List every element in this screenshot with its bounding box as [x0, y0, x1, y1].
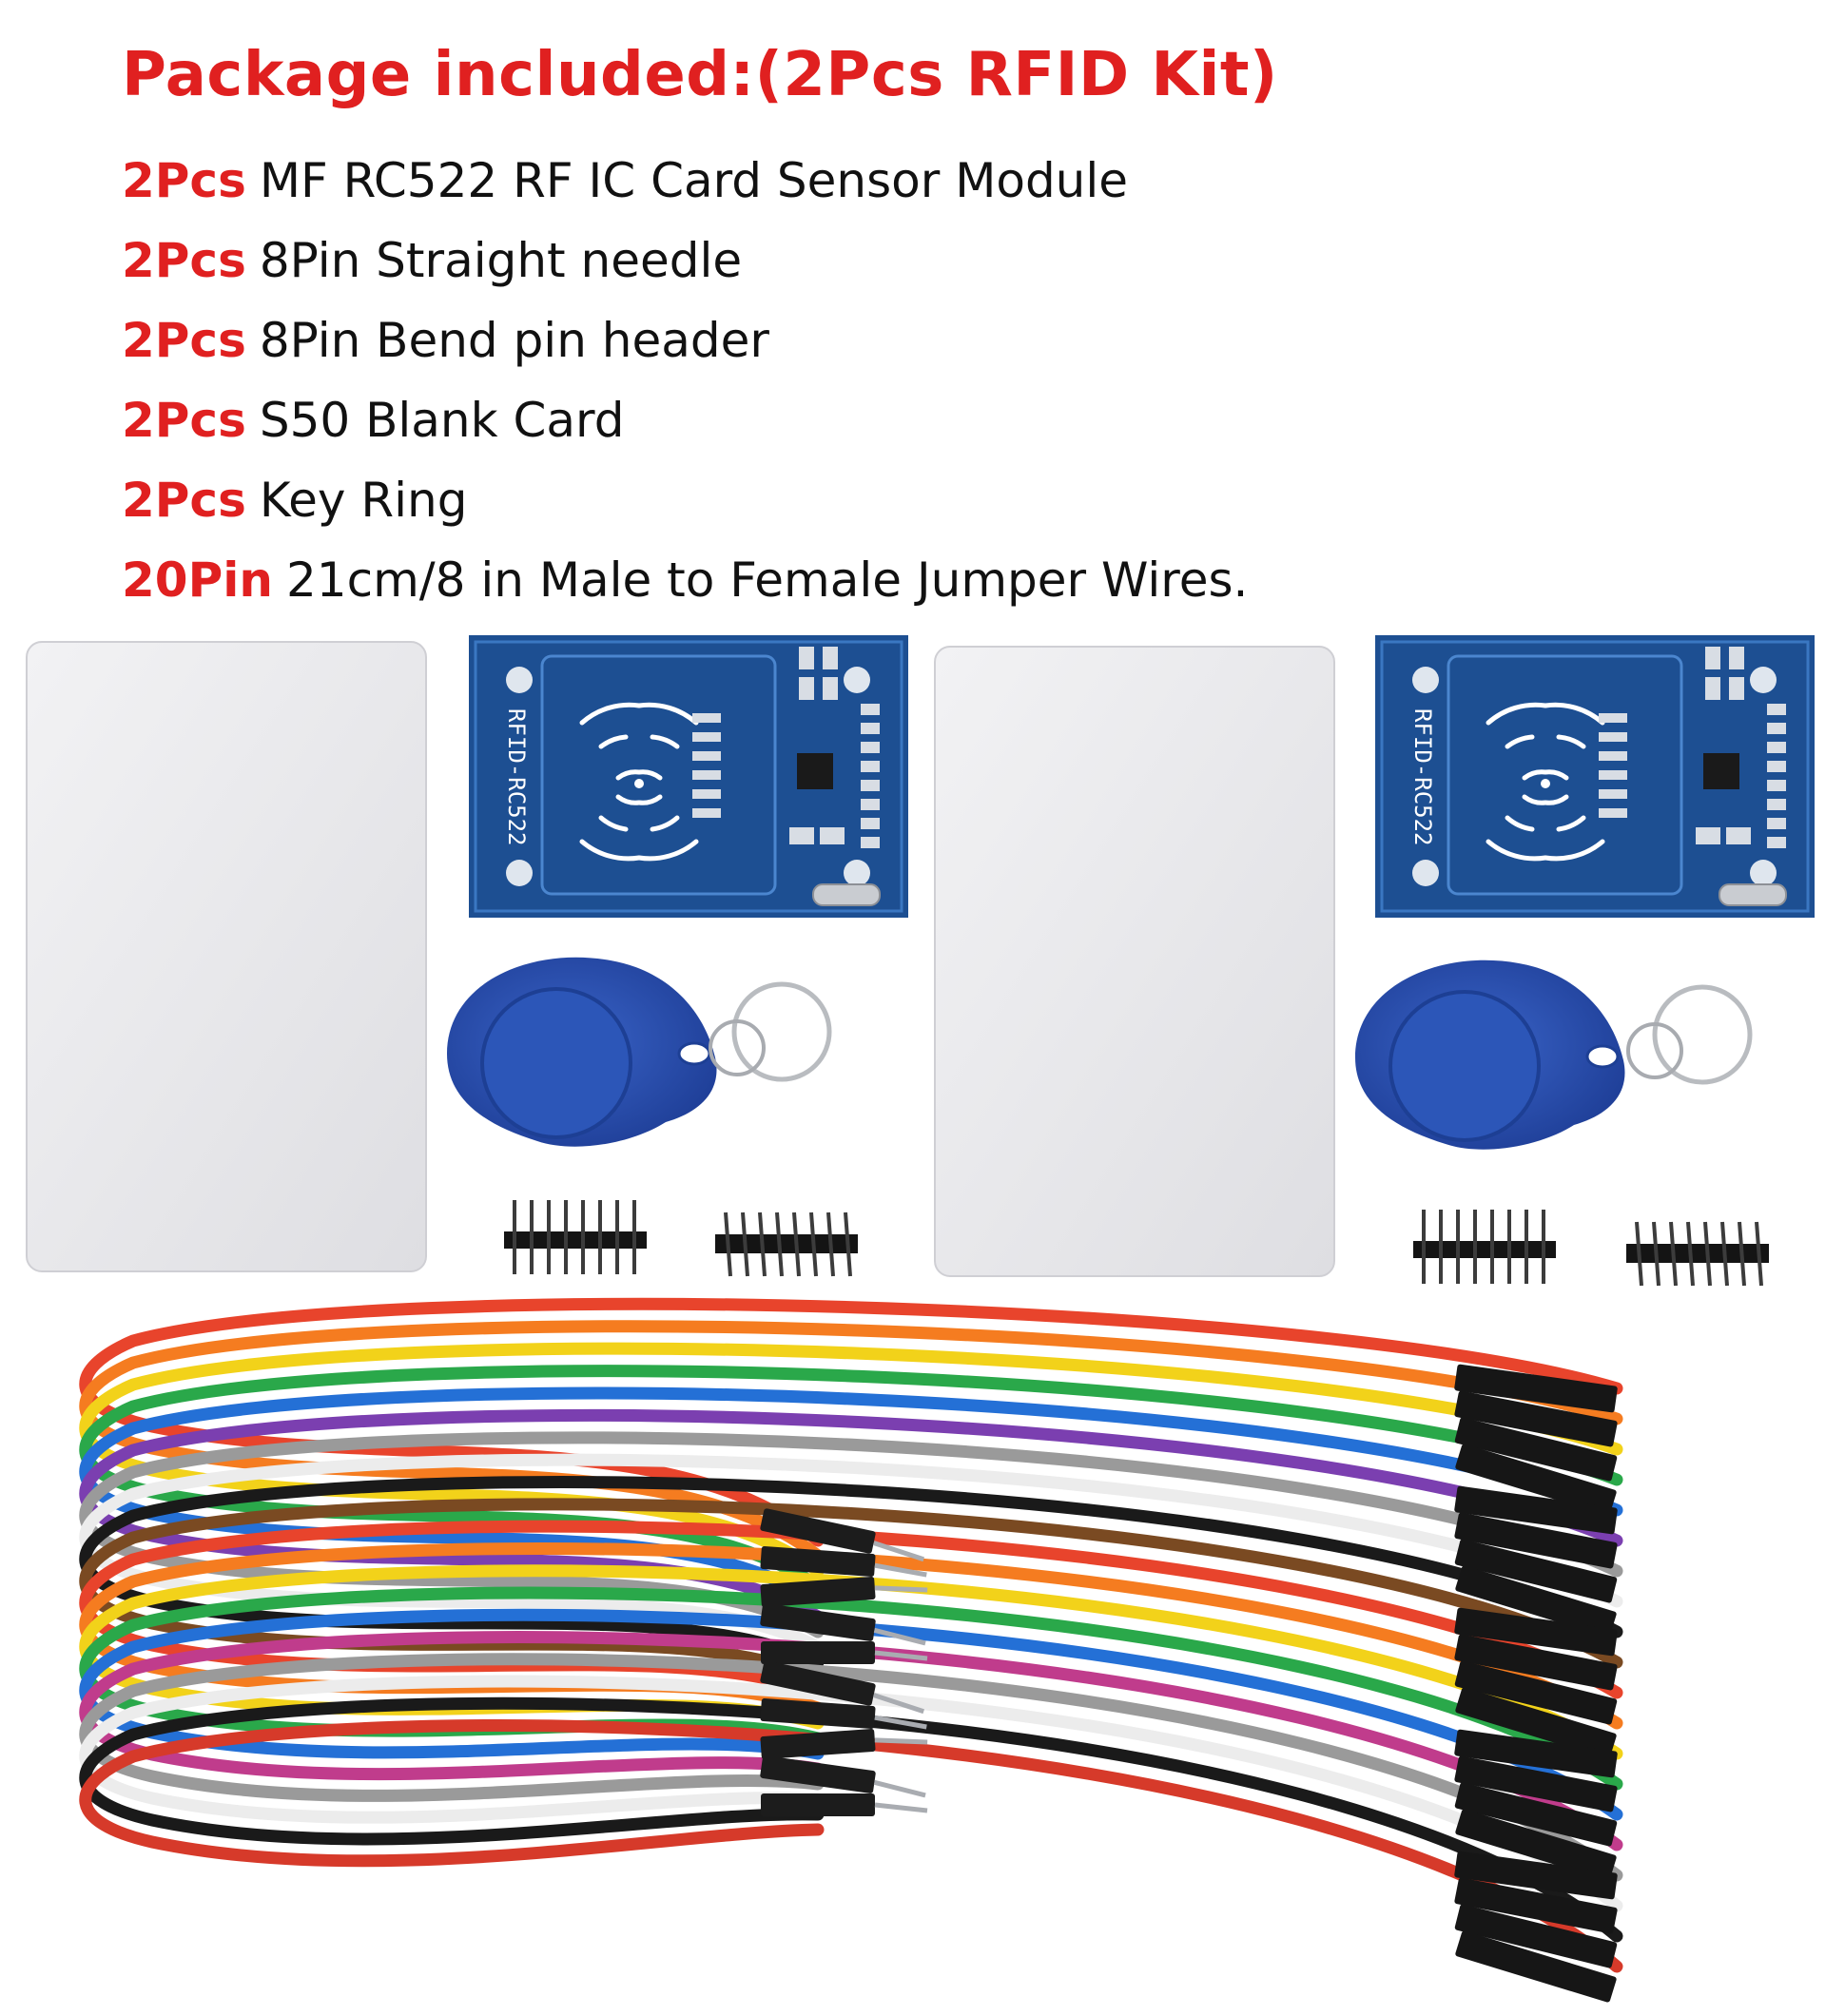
- jumper-wire: [79, 1520, 1623, 1699]
- key-fob: [447, 957, 832, 1147]
- male-connector: [760, 1508, 876, 1554]
- jumper-wire: [79, 1431, 1623, 1638]
- male-connector: [760, 1577, 876, 1607]
- jumper-wire: [79, 1631, 1623, 1851]
- jumper-wire: [79, 1365, 1623, 1593]
- male-connector: [760, 1729, 876, 1759]
- module-label: RFID-RC522: [503, 708, 530, 846]
- female-connector: [1454, 1390, 1618, 1447]
- jumper-wire: [79, 1342, 1623, 1578]
- male-pin: [874, 1737, 928, 1745]
- female-connector: [1454, 1485, 1618, 1535]
- female-connector: [1454, 1539, 1618, 1603]
- item-quantity: 2Pcs: [122, 473, 246, 528]
- jumper-wire: [79, 1696, 1623, 1943]
- bent-pin-header: [715, 1212, 858, 1277]
- jumper-wire: [79, 1653, 1623, 1882]
- female-connector: [1454, 1660, 1618, 1725]
- item-description: 8Pin Straight needle: [259, 233, 743, 288]
- male-pin: [874, 1585, 928, 1593]
- key-fob: [1355, 960, 1753, 1150]
- kit-2: RFID-RC522: [934, 635, 1815, 1287]
- male-connector: [761, 1793, 875, 1816]
- male-pin: [874, 1802, 928, 1813]
- male-pin: [874, 1650, 928, 1661]
- female-connector: [1454, 1607, 1618, 1657]
- jumper-wire: [79, 1408, 1623, 1623]
- male-pin: [872, 1541, 925, 1562]
- kit-1: RFID-RC522: [26, 635, 908, 1277]
- female-connector: [1454, 1512, 1618, 1569]
- item-description: S50 Blank Card: [259, 393, 625, 448]
- male-connector: [761, 1641, 875, 1664]
- female-connector: [1454, 1729, 1618, 1778]
- rfid-module: RFID-RC522: [469, 635, 908, 918]
- male-pin: [874, 1715, 927, 1730]
- straight-pin-header: [1413, 1210, 1556, 1284]
- male-connector: [760, 1698, 876, 1729]
- item-description: MF RC522 RF IC Card Sensor Module: [259, 153, 1129, 208]
- module-label: RFID-RC522: [1409, 708, 1436, 846]
- item-description: Key Ring: [259, 473, 468, 528]
- male-connector: [760, 1660, 876, 1706]
- female-connector: [1455, 1565, 1617, 1638]
- female-connector: [1455, 1809, 1617, 1881]
- jumper-wire: [79, 1498, 1623, 1684]
- item-quantity: 2Pcs: [122, 313, 246, 368]
- item-description: 21cm/8 in Male to Female Jumper Wires.: [285, 552, 1249, 608]
- male-connector: [760, 1546, 876, 1577]
- female-connector: [1454, 1851, 1618, 1900]
- female-connector: [1454, 1417, 1618, 1482]
- rfid-module: RFID-RC522: [1375, 635, 1815, 918]
- bent-pin-header: [1626, 1221, 1769, 1287]
- female-connector: [1454, 1755, 1618, 1812]
- male-pin: [873, 1627, 926, 1646]
- male-connector: [760, 1755, 876, 1793]
- item-quantity: 20Pin: [122, 552, 273, 608]
- package-title: Package included:(2Pcs RFID Kit): [122, 40, 1278, 110]
- female-connector: [1454, 1904, 1618, 1968]
- jumper-wire: [79, 1675, 1623, 1912]
- item-quantity: 2Pcs: [122, 233, 246, 288]
- female-connector: [1455, 1930, 1617, 2003]
- straight-pin-header: [504, 1200, 647, 1274]
- male-pin: [873, 1779, 926, 1798]
- jumper-wire: [79, 1453, 1623, 1654]
- item-quantity: 2Pcs: [122, 393, 246, 448]
- jumper-wire-connectors: [760, 1364, 1618, 2003]
- item-description: 8Pin Bend pin header: [259, 313, 769, 368]
- jumper-wire-bundle: [79, 1297, 1623, 1973]
- male-pin: [874, 1562, 927, 1578]
- item-quantity: 2Pcs: [122, 153, 246, 208]
- jumper-wire: [79, 1476, 1623, 1669]
- blank-card: [934, 646, 1335, 1277]
- female-connector: [1454, 1782, 1618, 1847]
- male-connector: [760, 1603, 876, 1641]
- female-connector: [1454, 1634, 1618, 1691]
- blank-card: [26, 641, 427, 1272]
- female-connector: [1454, 1364, 1618, 1413]
- jumper-wire: [79, 1608, 1623, 1821]
- male-pin: [872, 1693, 925, 1715]
- jumper-wire: [79, 1386, 1623, 1608]
- jumper-wire: [79, 1719, 1623, 1973]
- female-connector: [1454, 1877, 1618, 1934]
- female-connector: [1455, 1444, 1617, 1516]
- female-connector: [1455, 1687, 1617, 1759]
